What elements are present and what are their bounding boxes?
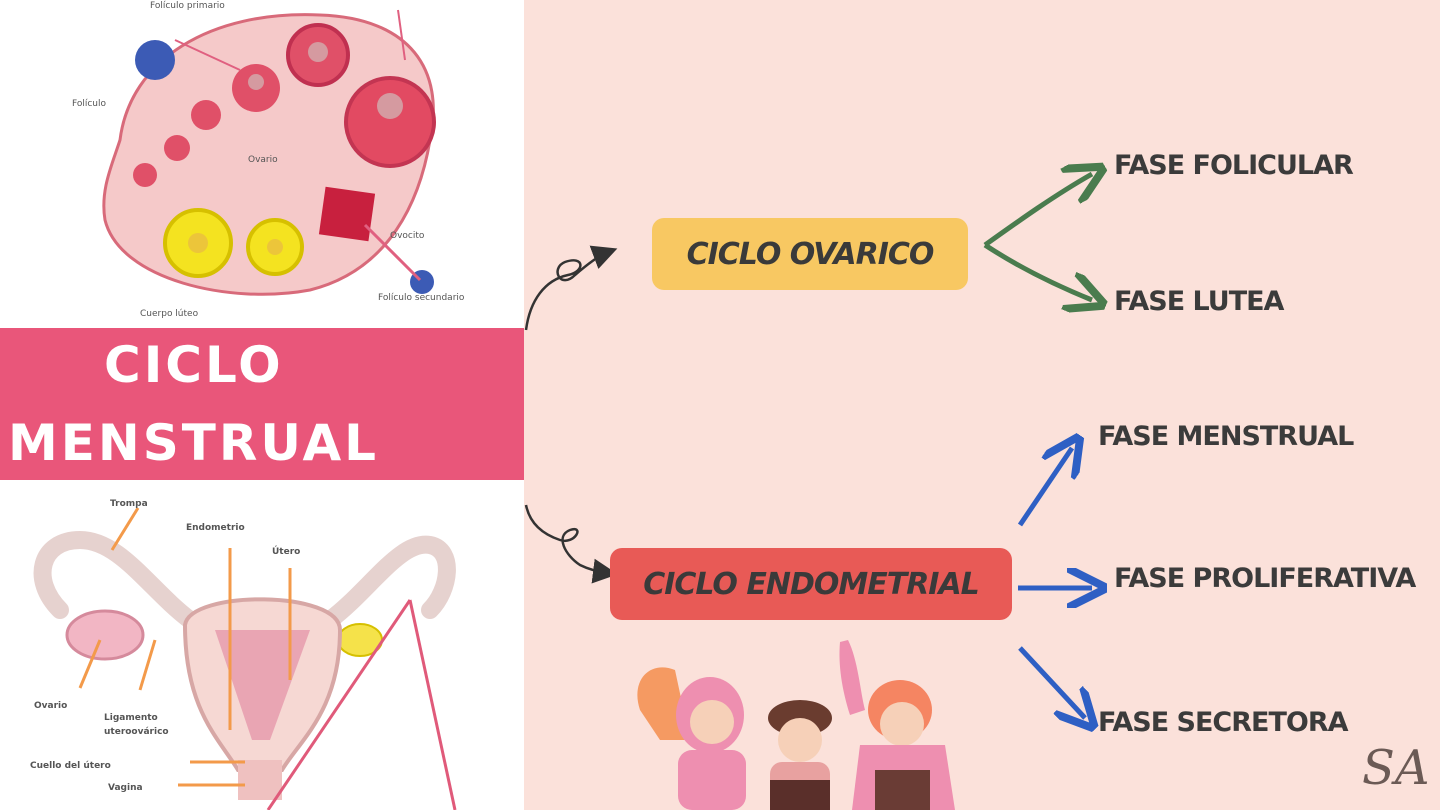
title-line-1: CICLO — [104, 336, 284, 394]
uterus-label-trompa: Trompa — [110, 499, 148, 509]
ciclo-ovarico-box: CICLO OVARICO — [652, 218, 968, 290]
fase-menstrual-label: FASE MENSTRUAL — [1098, 421, 1353, 452]
ovary-label-1: Folículo primario — [150, 1, 225, 11]
fase-lutea-label: FASE LUTEA — [1114, 286, 1283, 317]
ovary-label-6: Folículo secundario — [378, 293, 465, 303]
ovary-label-3: Ovario — [248, 155, 278, 165]
uterus-label-utero: Útero — [272, 545, 300, 557]
ovary-label-2: Folículo — [72, 99, 107, 109]
ovary-label-4: Cuerpo lúteo — [140, 309, 199, 319]
uterus-label-ligamento-1: Ligamento — [104, 713, 158, 723]
fase-folicular-label: FASE FOLICULAR — [1114, 150, 1353, 181]
uterus-label-endometrio: Endometrio — [186, 523, 245, 533]
uterus-label-vagina: Vagina — [108, 783, 143, 793]
fase-proliferativa-label: FASE PROLIFERATIVA — [1114, 563, 1415, 594]
uterus-label-ovario: Ovario — [34, 701, 67, 711]
ovary-label-5: Ovocito — [390, 231, 425, 241]
uterus-illustration: Trompa Endometrio Útero Ovario Ligamento… — [0, 490, 520, 810]
ciclo-endometrial-label: CICLO ENDOMETRIAL — [643, 567, 979, 602]
title-line-2: MENSTRUAL — [8, 414, 379, 472]
ovary-illustration: Folículo primario Folículo Ovario Cuerpo… — [60, 0, 500, 330]
fase-secretora-label: FASE SECRETORA — [1098, 707, 1348, 738]
signature-mark: SA — [1362, 740, 1430, 796]
uterus-label-ligamento-2: uteroovárico — [104, 727, 169, 737]
uterus-label-cuello: Cuello del útero — [30, 761, 111, 771]
ciclo-ovarico-label: CICLO OVARICO — [687, 237, 934, 272]
women-illustration — [620, 620, 980, 810]
ciclo-endometrial-box: CICLO ENDOMETRIAL — [610, 548, 1012, 620]
